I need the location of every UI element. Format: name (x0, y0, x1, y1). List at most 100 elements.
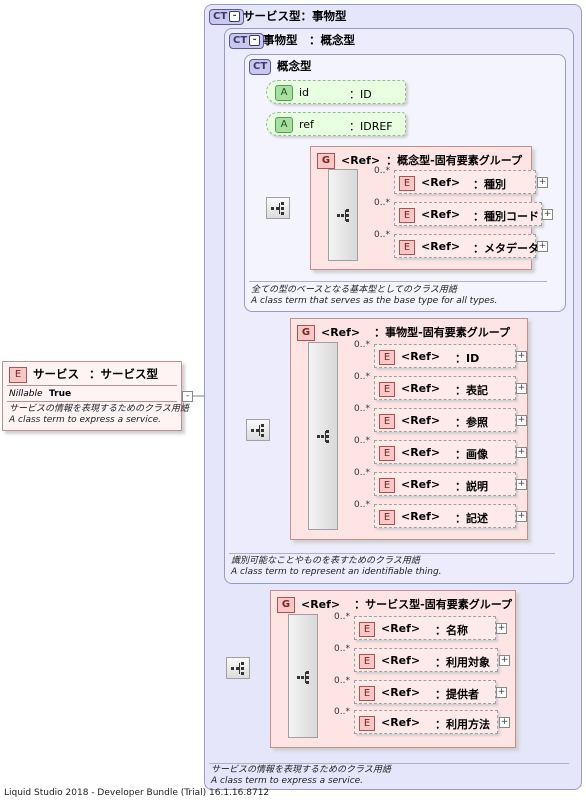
expand-icon[interactable]: + (516, 415, 527, 426)
expand-icon[interactable]: + (542, 209, 553, 220)
sequence-icon[interactable] (226, 657, 250, 679)
expand-icon[interactable]: + (516, 447, 527, 458)
element-badge: E (9, 367, 27, 383)
ct-thing-title: 事物型 ：概念型 (263, 33, 355, 47)
element-badge: E (379, 350, 395, 365)
attribute-name: ref (299, 118, 314, 131)
sequence-bar[interactable] (308, 342, 338, 530)
cardinality: 0..* (334, 707, 350, 717)
element-sansho[interactable]: E <Ref> ：参照 (374, 408, 516, 432)
group-name: ：事物型-固有要素グループ (374, 326, 511, 339)
expand-icon[interactable]: + (516, 511, 527, 522)
cardinality: 0..* (334, 676, 350, 686)
group-badge: G (277, 597, 295, 613)
cardinality: 0..* (354, 372, 370, 382)
element-ref: <Ref> (401, 414, 441, 427)
ct-concept-title: 概念型 (277, 59, 312, 73)
element-name: ：利用方法 (435, 718, 490, 731)
expand-icon[interactable]: + (516, 351, 527, 362)
element-name: ：種別コード (473, 210, 539, 223)
element-riyo-taisho[interactable]: E <Ref> ：利用対象 (354, 648, 498, 672)
element-ref: <Ref> (381, 686, 421, 699)
footer-text: Liquid Studio 2018 - Developer Bundle (T… (4, 788, 270, 798)
ct-badge[interactable]: CT- (229, 33, 265, 49)
attribute-name: id (299, 86, 310, 99)
element-shubetsu[interactable]: E <Ref> ：種別 (394, 170, 536, 194)
element-name: ：種別 (473, 178, 506, 191)
element-badge: E (359, 686, 375, 701)
root-element-service[interactable]: E サービス：サービス型 Nillable True サービスの情報を表現するた… (2, 361, 189, 431)
element-setsumei[interactable]: E <Ref> ：説明 (374, 472, 516, 496)
element-riyo-hoho[interactable]: E <Ref> ：利用方法 (354, 710, 498, 734)
expand-icon[interactable]: + (537, 241, 548, 252)
cardinality: 0..* (374, 198, 390, 208)
element-badge: E (379, 382, 395, 397)
element-ref: <Ref> (421, 176, 461, 189)
attribute-id[interactable]: A id ：ID (266, 80, 406, 104)
element-ref: <Ref> (401, 350, 441, 363)
element-gazo[interactable]: E <Ref> ：画像 (374, 440, 516, 464)
expand-icon[interactable]: + (516, 479, 527, 490)
ct-badge[interactable]: CT (249, 59, 272, 75)
root-name: サービス (33, 367, 79, 381)
attribute-badge: A (275, 85, 293, 101)
element-name: ：表記 (455, 384, 488, 397)
sequence-bar[interactable] (288, 614, 318, 738)
element-ref: <Ref> (401, 510, 441, 523)
sequence-icon[interactable] (246, 419, 270, 441)
element-name: ：参照 (455, 416, 488, 429)
element-ref: <Ref> (421, 240, 461, 253)
element-metadata[interactable]: E <Ref> ：メタデータ (394, 234, 539, 258)
element-shubetsu-code[interactable]: E <Ref> ：種別コード (394, 202, 542, 226)
cardinality: 0..* (374, 230, 390, 240)
element-id[interactable]: E <Ref> ：ID (374, 344, 516, 368)
attribute-ref[interactable]: A ref ：IDREF (266, 112, 406, 136)
ct-badge[interactable]: CT- (209, 9, 245, 25)
expand-icon[interactable]: + (496, 623, 507, 634)
collapse-icon[interactable]: - (229, 10, 241, 22)
group-badge: G (297, 325, 315, 341)
element-badge: E (399, 208, 415, 223)
ct-concept-desc-en: A class term that serves as the base typ… (251, 296, 498, 306)
element-badge: E (379, 510, 395, 525)
root-type-sep: ： (89, 367, 101, 381)
element-name: ：画像 (455, 448, 488, 461)
cardinality: 0..* (354, 500, 370, 510)
root-desc-en: A class term to express a service. (9, 415, 162, 425)
ct-thing-desc-ja: 識別可能なことやものを表すためのクラス用語 (231, 556, 420, 566)
element-hyoki[interactable]: E <Ref> ：表記 (374, 376, 516, 400)
group-name: ：サービス型-固有要素グループ (354, 598, 513, 611)
element-ref: <Ref> (381, 654, 421, 667)
collapse-icon[interactable]: - (249, 34, 261, 46)
element-ref: <Ref> (381, 622, 421, 635)
divider (7, 401, 177, 402)
ct-concept-desc-ja: 全ての型のベースとなる基本型としてのクラス用語 (251, 285, 457, 295)
ct-service-desc-en: A class term to express a service. (211, 776, 364, 786)
attribute-type: ：IDREF (349, 120, 393, 133)
cardinality: 0..* (334, 612, 350, 622)
ct-service-title: サービス型：事物型 (243, 9, 347, 23)
group-ref: <Ref> (341, 154, 381, 167)
expand-icon[interactable]: + (496, 687, 507, 698)
nillable-label: Nillable (9, 389, 43, 399)
element-meisho[interactable]: E <Ref> ：名称 (354, 616, 496, 640)
element-teikyosha[interactable]: E <Ref> ：提供者 (354, 680, 496, 704)
cardinality: 0..* (354, 436, 370, 446)
expand-icon[interactable]: + (537, 177, 548, 188)
root-desc-ja: サービスの情報を表現するためのクラス用語 (9, 404, 189, 414)
ct-thing-desc-en: A class term to represent an identifiabl… (231, 567, 442, 577)
divider (249, 281, 547, 282)
element-name: ：ID (455, 352, 480, 365)
expand-icon[interactable]: + (499, 655, 510, 666)
collapse-icon[interactable]: - (182, 391, 193, 402)
expand-icon[interactable]: + (499, 717, 510, 728)
group-ref: <Ref> (321, 326, 361, 339)
group-ref: <Ref> (301, 598, 341, 611)
element-kijutsu[interactable]: E <Ref> ：記述 (374, 504, 516, 528)
element-badge: E (379, 446, 395, 461)
expand-icon[interactable]: + (516, 383, 527, 394)
sequence-bar[interactable] (328, 169, 358, 261)
element-badge: E (399, 240, 415, 255)
sequence-icon[interactable] (266, 197, 290, 219)
divider (7, 385, 177, 386)
